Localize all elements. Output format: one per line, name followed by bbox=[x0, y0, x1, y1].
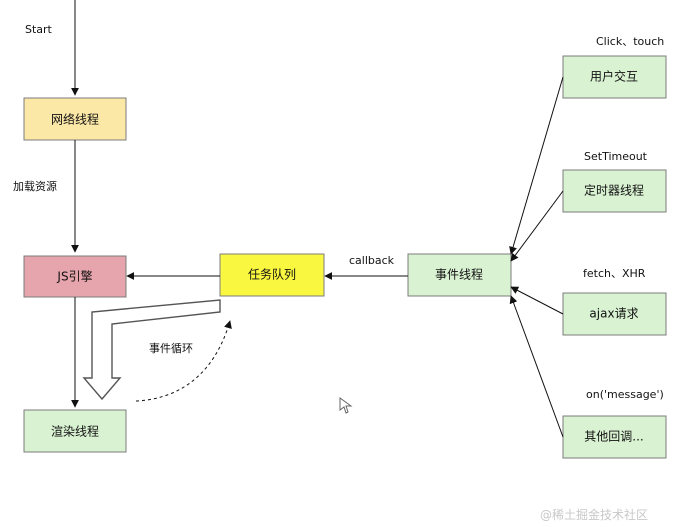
user-interaction-box bbox=[562, 55, 667, 99]
js-engine-node: JS引擎 bbox=[23, 255, 127, 298]
timer-thread-label: 定时器线程 bbox=[584, 183, 644, 198]
on-message-label: on('message') bbox=[586, 388, 664, 401]
event-thread-label: 事件线程 bbox=[435, 267, 483, 282]
user-interaction-node: 用户交互 bbox=[562, 55, 667, 99]
event-loop-label: 事件循环 bbox=[149, 342, 193, 355]
click-touch-label: Click、touch bbox=[596, 35, 664, 48]
start-label: Start bbox=[25, 23, 53, 36]
other-callbacks-label: 其他回调... bbox=[584, 430, 643, 444]
ajax-to-event-arrow bbox=[510, 286, 564, 315]
event-thread-box bbox=[407, 253, 512, 297]
event-thread-node: 事件线程 bbox=[407, 253, 512, 297]
set-timeout-label: SetTimeout bbox=[584, 150, 648, 163]
callback-label: callback bbox=[349, 254, 395, 267]
event-loop-hollow-arrow bbox=[82, 299, 221, 401]
other-callbacks-node: 其他回调... bbox=[562, 415, 667, 459]
watermark: @稀土掘金技术社区 bbox=[540, 507, 648, 522]
timer-to-event-arrow bbox=[510, 190, 564, 262]
other-to-event-arrow bbox=[509, 295, 564, 438]
user-interaction-label: 用户交互 bbox=[590, 69, 638, 84]
ajax-box bbox=[562, 292, 667, 336]
js-engine-label: JS引擎 bbox=[56, 269, 92, 284]
user-to-event-arrow bbox=[509, 76, 564, 255]
timer-thread-node: 定时器线程 bbox=[562, 169, 667, 213]
timer-thread-box bbox=[562, 169, 667, 213]
task-queue-node: 任务队列 bbox=[219, 253, 325, 297]
render-thread-node: 渲染线程 bbox=[23, 409, 127, 453]
network-thread-label: 网络线程 bbox=[51, 112, 99, 127]
js-engine-box bbox=[23, 255, 127, 298]
task-queue-label: 任务队列 bbox=[248, 267, 296, 282]
ajax-label: ajax请求 bbox=[589, 307, 638, 321]
event-loop-dotted-return bbox=[135, 320, 232, 402]
loading-resources-label: 加载资源 bbox=[13, 179, 57, 193]
ajax-node: ajax请求 bbox=[562, 292, 667, 336]
fetch-xhr-label: fetch、XHR bbox=[583, 267, 646, 280]
render-thread-label: 渲染线程 bbox=[51, 424, 99, 439]
task-queue-box bbox=[219, 253, 325, 297]
network-thread-node: 网络线程 bbox=[23, 97, 127, 141]
render-thread-box bbox=[23, 409, 127, 453]
mouse-cursor-icon bbox=[339, 397, 353, 414]
